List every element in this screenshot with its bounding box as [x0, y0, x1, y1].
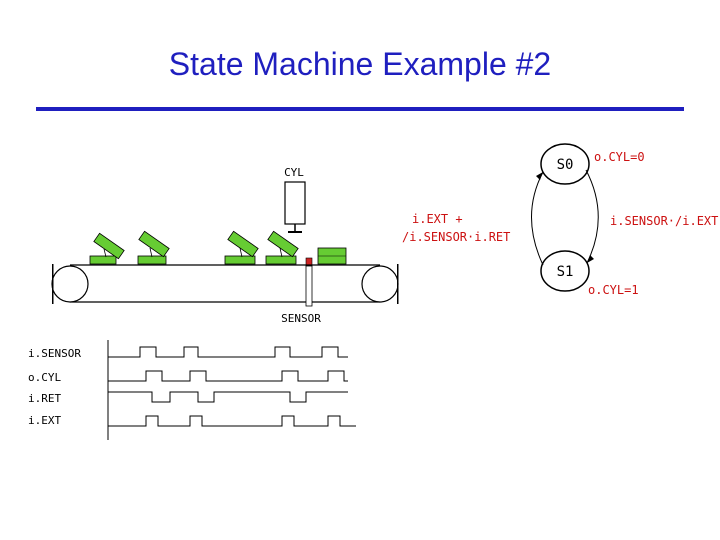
- state-s1-output: o.CYL=1: [588, 283, 639, 297]
- sensor: SENSOR: [281, 265, 321, 325]
- pusher-link: [103, 248, 107, 258]
- state-s0-output: o.CYL=0: [594, 150, 645, 164]
- left-frame: [52, 264, 54, 304]
- pusher-base: [137, 255, 167, 265]
- pusher-1: [89, 232, 125, 265]
- right-frame: [397, 264, 399, 304]
- pusher-3: [224, 230, 259, 265]
- state-s1-label: S1: [557, 264, 574, 280]
- state-diagram: S0 S1 o.CYL=0 o.CYL=1 i.SENSOR·/i.EXT i.…: [402, 143, 718, 297]
- transition-s0-s1-arc: [585, 169, 599, 264]
- left-roller: [51, 265, 89, 303]
- pusher-base: [265, 255, 297, 265]
- signal-label-ocyl: o.CYL: [28, 371, 61, 384]
- transition-s1-s0-label-line2: /i.SENSOR·i.RET: [402, 230, 510, 244]
- timing-diagram: i.SENSOR o.CYL i.RET i.EXT: [28, 340, 356, 440]
- pusher-arm: [267, 230, 299, 258]
- transition-s1-s0-arrowhead: [536, 172, 543, 180]
- cylinder: CYL: [284, 166, 306, 233]
- pusher-arm: [227, 230, 259, 258]
- transition-s1-s0-label-line1: i.EXT +: [412, 212, 463, 226]
- state-s1: [540, 250, 590, 292]
- sensor-post: [305, 265, 313, 307]
- signal-trace-iext: [108, 415, 356, 427]
- signal-label-iret: i.RET: [28, 392, 61, 405]
- pusher-4: [265, 230, 299, 265]
- signal-label-iext: i.EXT: [28, 414, 61, 427]
- conveyor-pushers: [89, 230, 347, 267]
- transition-s1-s0-arc: [531, 171, 544, 266]
- pusher-2: [137, 230, 170, 265]
- pusher-5: [317, 247, 347, 265]
- transition-s0-s1-arrowhead: [587, 255, 594, 263]
- pusher-link: [239, 247, 243, 258]
- signal-trace-iret: [108, 391, 348, 403]
- signal-trace-ocyl: [108, 370, 348, 382]
- state-s0-label: S0: [557, 157, 574, 173]
- pusher-arm: [138, 230, 170, 258]
- transition-s0-s1-label: i.SENSOR·/i.EXT: [610, 214, 718, 228]
- right-roller: [361, 265, 399, 303]
- pusher-base: [224, 255, 256, 265]
- signal-label-isensor: i.SENSOR: [28, 347, 81, 360]
- conveyor-belt: [51, 264, 399, 304]
- pusher-link: [279, 247, 283, 258]
- state-s0: [540, 143, 590, 185]
- pusher-link: [149, 247, 153, 258]
- pusher-arm: [93, 232, 125, 260]
- signal-trace-isensor: [108, 346, 348, 358]
- slide-title: State Machine Example #2: [168, 46, 552, 82]
- title-underline: [36, 107, 684, 111]
- pusher-base: [89, 255, 117, 265]
- cylinder-body: [284, 181, 306, 225]
- cylinder-label: CYL: [284, 166, 304, 179]
- sensor-label: SENSOR: [281, 312, 321, 325]
